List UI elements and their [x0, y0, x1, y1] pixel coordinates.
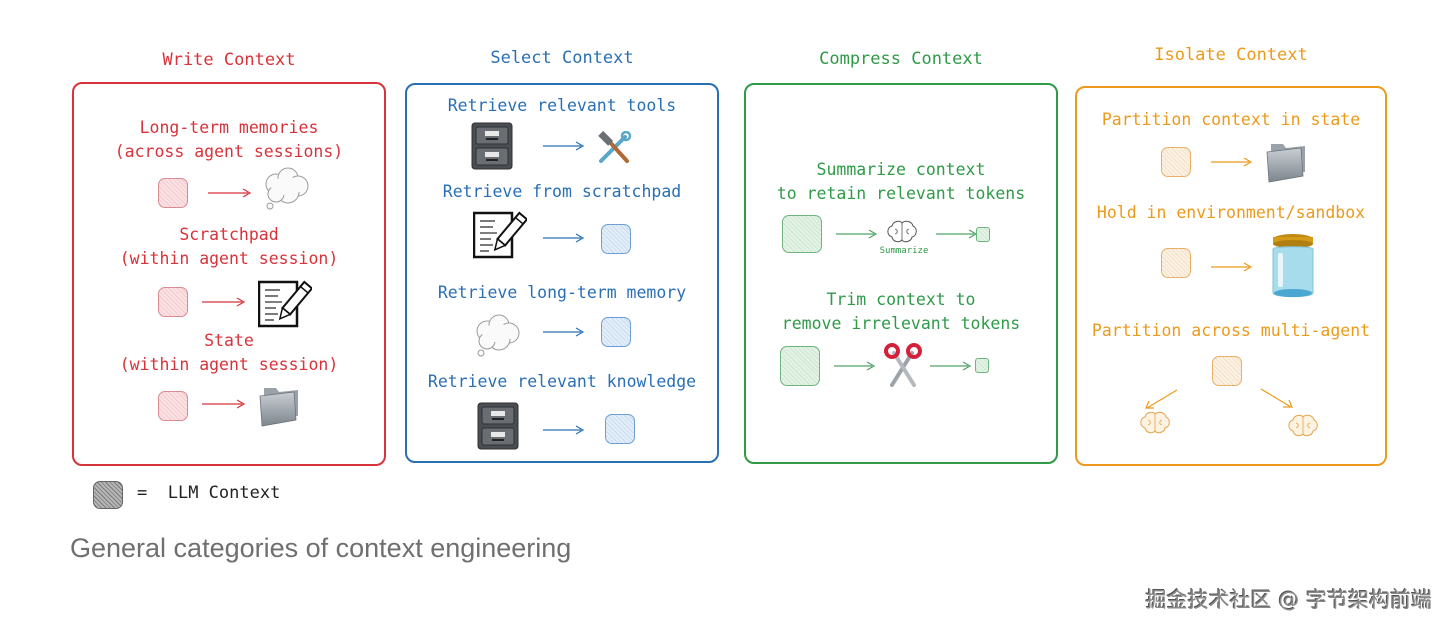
llm-context-box-small: [976, 227, 990, 242]
label-line: Summarize context: [816, 160, 986, 179]
llm-context-box: [605, 414, 635, 444]
llm-context-box: [158, 178, 188, 208]
label-line: (within agent session): [119, 355, 339, 374]
select-item-label: Retrieve long-term memory: [437, 283, 687, 302]
llm-context-box: [158, 287, 188, 317]
compress-item-label: Trim context to remove irrelevant tokens: [746, 288, 1056, 336]
arrow-icon: [930, 361, 972, 371]
isolate-item-label: Partition context in state: [1101, 110, 1361, 129]
notepad-pencil-icon: [472, 209, 529, 263]
arrow-icon: [208, 188, 252, 198]
label-line: (within agent session): [119, 249, 339, 268]
arrow-icon: [543, 141, 585, 151]
legend-equals: =: [137, 483, 148, 503]
scissors-icon: [882, 343, 924, 391]
brain-icon: [1287, 413, 1319, 443]
isolate-context-panel: Partition context in state Hold in envir…: [1075, 86, 1387, 466]
write-item-label: Long-term memories (across agent session…: [74, 116, 384, 164]
write-context-title: Write Context: [162, 50, 296, 70]
label-line: Trim context to: [826, 290, 976, 309]
arrow-icon: [1211, 157, 1253, 167]
brain-icon: [1139, 410, 1171, 440]
arrow-icon: [836, 229, 878, 239]
arrow-icon: [543, 425, 585, 435]
notepad-pencil-icon: [257, 278, 314, 332]
llm-context-box: [1161, 147, 1191, 177]
llm-context-box-small: [975, 358, 989, 373]
llm-context-box: [601, 317, 631, 347]
arrow-icon: [1211, 262, 1253, 272]
llm-context-box: [601, 224, 631, 254]
arrow-icon: [543, 233, 585, 243]
llm-context-box: [158, 391, 188, 421]
compress-item-label: Summarize context to retain relevant tok…: [746, 158, 1056, 206]
legend-llm-context-swatch: [93, 481, 123, 509]
thought-cloud-icon: [262, 166, 310, 216]
arrow-icon: [936, 229, 978, 239]
label-line: Long-term memories: [139, 118, 319, 137]
select-item-label: Retrieve relevant tools: [447, 96, 677, 115]
arrow-icon: [834, 361, 876, 371]
write-item-label: Scratchpad (within agent session): [74, 223, 384, 271]
compress-context-panel: Summarize context to retain relevant tok…: [744, 83, 1058, 464]
compress-context-title: Compress Context: [819, 49, 983, 69]
arrow-down-right-icon: [1259, 387, 1295, 413]
isolate-context-title: Isolate Context: [1154, 45, 1308, 65]
select-context-panel: Retrieve relevant tools Retrieve from sc…: [405, 83, 719, 463]
file-cabinet-icon: [477, 402, 519, 454]
legend-text: LLM Context: [167, 483, 281, 503]
arrow-icon: [202, 297, 246, 307]
arrow-down-left-icon: [1143, 388, 1179, 414]
llm-context-box: [780, 346, 820, 386]
select-item-label: Retrieve from scratchpad: [442, 182, 682, 201]
select-context-title: Select Context: [490, 48, 634, 68]
select-item-label: Retrieve relevant knowledge: [427, 372, 697, 391]
hammer-wrench-icon: [597, 130, 633, 169]
label-line: to retain relevant tokens: [776, 184, 1026, 203]
summarize-label: Summarize: [879, 246, 929, 256]
legend-label: = LLM Context: [137, 483, 280, 503]
label-line: Scratchpad: [179, 225, 279, 244]
thought-cloud-icon: [473, 313, 521, 363]
write-item-label: State (within agent session): [74, 329, 384, 377]
llm-context-box: [782, 215, 822, 253]
file-cabinet-icon: [471, 122, 513, 174]
arrow-icon: [202, 399, 246, 409]
llm-context-box: [1212, 356, 1242, 386]
folder-icon: [256, 382, 302, 432]
label-line: (across agent sessions): [114, 142, 344, 161]
folder-icon: [1263, 138, 1309, 188]
arrow-icon: [543, 327, 585, 337]
label-line: remove irrelevant tokens: [781, 314, 1021, 333]
isolate-item-label: Hold in environment/sandbox: [1096, 203, 1366, 222]
watermark: 掘金技术社区 @ 字节架构前端: [1145, 588, 1432, 612]
label-line: State: [204, 331, 254, 350]
jar-icon: [1269, 233, 1317, 303]
brain-icon: [886, 219, 918, 249]
figure-caption: General categories of context engineerin…: [70, 533, 572, 563]
llm-context-box: [1161, 248, 1191, 278]
write-context-panel: Long-term memories (across agent session…: [72, 82, 386, 466]
isolate-item-label: Partition across multi-agent: [1091, 321, 1371, 340]
